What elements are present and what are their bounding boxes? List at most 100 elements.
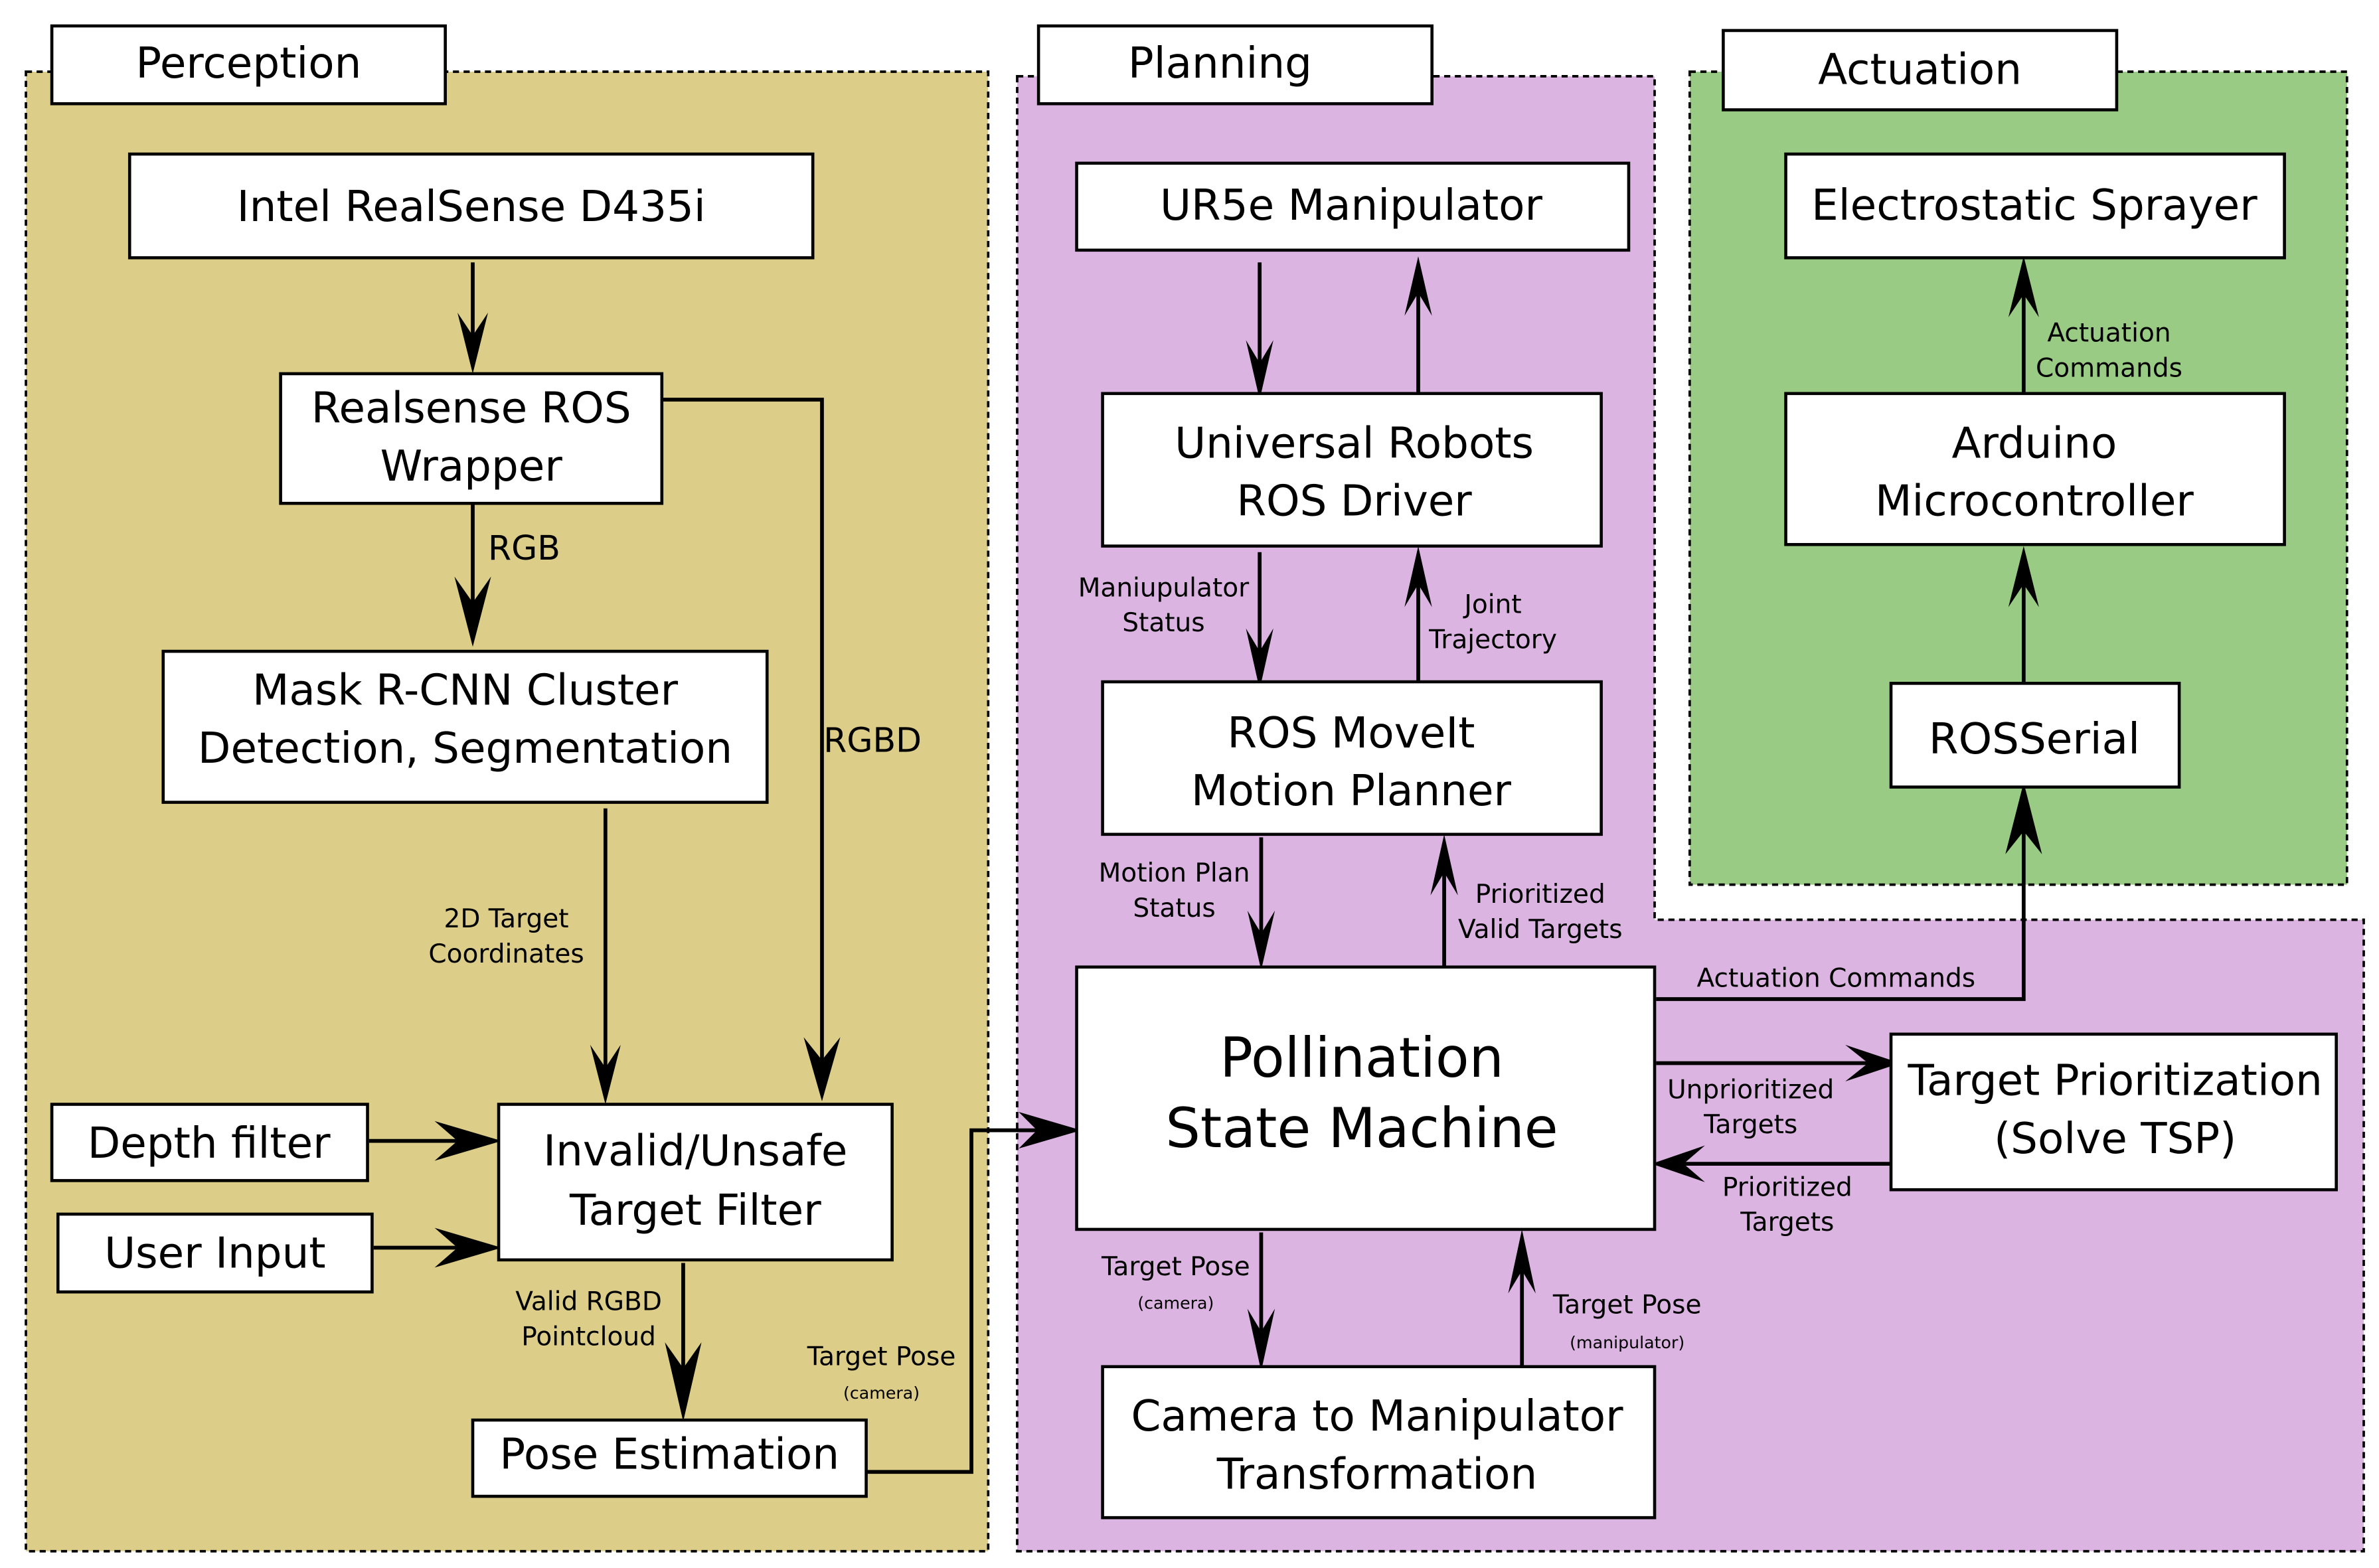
actuation-title: Actuation [1818,44,2022,94]
node-pose-estimation[interactable]: Pose Estimation [471,1418,868,1498]
node-ur5e-label: UR5e Manipulator [1160,181,1543,230]
edge-label-target-pose-left: Target Pose [807,1342,956,1372]
text-line: Mask R-CNN Cluster [252,666,679,716]
arrow-up-icon [1404,256,1432,316]
text-line: Arduino [1952,418,2117,468]
arrow-down-icon [454,576,491,647]
text-line: Target Filter [569,1186,821,1235]
text-line: Motion Plan [1099,858,1250,888]
text-line: (camera) [1137,1293,1214,1312]
text-line: Target Pose [1552,1290,1702,1320]
text-line: ROS Driver [1236,477,1472,526]
node-pose-estimation-label: Pose Estimation [499,1430,839,1480]
node-realsense[interactable]: Intel RealSense D435i [127,152,815,260]
text-line: Universal Robots [1175,418,1534,468]
text-line: Maniupulator [1078,573,1250,603]
perception-title-box [50,24,447,106]
arrow-up-icon [2008,546,2039,607]
arrowheads [434,256,2042,1422]
text-line: Coordinates [428,939,584,969]
node-ur5e[interactable]: UR5e Manipulator [1075,161,1631,252]
text-line: UR5e Manipulator [1160,181,1543,230]
text-line: Target Prioritization [1907,1056,2322,1106]
text-line: (camera) [843,1383,920,1403]
edge-label-actuation-cmds-h: Actuation Commands [1697,964,1976,994]
edge-label-target-pose-manip-sub: (manipulator) [1570,1333,1684,1352]
text-line: ROSSerial [1929,714,2140,764]
node-rosserial-label: ROSSerial [1929,714,2140,764]
text-line: Unprioritized [1667,1075,1834,1105]
arrow-down-icon [803,1037,841,1101]
node-rosserial[interactable]: ROSSerial [1889,682,2181,789]
node-sprayer[interactable]: Electrostatic Sprayer [1784,152,2286,260]
node-depth-filter[interactable]: Depth filter [50,1103,369,1182]
text-line: State Machine [1165,1096,1558,1160]
text-line: Transformation [1216,1450,1537,1500]
text-line: Trajectory [1428,625,1557,655]
perception-region: Perception [25,24,990,1553]
text-line: Intel RealSense D435i [237,182,706,232]
arrow-up-icon [1430,834,1458,896]
edge-statemachine-rosserial [1656,801,2026,1001]
arrow-down-icon [1247,910,1275,971]
text-line: Detection, Segmentation [198,724,732,773]
text-line: Electrostatic Sprayer [1811,181,2257,230]
text-line: Depth filter [88,1119,331,1168]
text-line: Actuation Commands [1697,964,1976,994]
edge-label-target-pose-camera-sub: (camera) [1137,1293,1214,1312]
arrow-up-icon [2008,256,2039,317]
arrow-down-icon [1246,628,1273,690]
text-line: (Solve TSP) [1994,1114,2236,1164]
text-line: Joint [1462,590,1521,620]
arrow-down-icon [457,313,488,374]
arrow-down-icon [590,1044,621,1105]
edge-pose-statemachine [866,1128,1068,1474]
text-line: Invalid/Unsafe [543,1126,847,1176]
perception-region-bg [25,70,990,1553]
arrow-right-icon [1019,1111,1082,1149]
node-depth-filter-label: Depth filter [88,1119,331,1168]
edge-label-valid-pointcloud: Valid RGBD Pointcloud [515,1287,662,1352]
text-line: Pointcloud [521,1322,656,1352]
arrow-up-icon [1404,546,1432,607]
edge-label-target-pose-left-sub: (camera) [843,1383,920,1403]
text-line: RGBD [823,721,922,760]
text-line: Status [1122,608,1204,638]
text-line: Targets [1703,1110,1797,1140]
text-line: Target Pose [1101,1252,1250,1282]
node-user-input-label: User Input [104,1228,325,1278]
text-line: Valid RGBD [515,1287,662,1317]
edge-wrapper-filter-rgbd [661,398,824,1075]
planning-title: Planning [1128,39,1312,88]
node-target-prioritization-label: Target Prioritization (Solve TSP) [1907,1056,2322,1164]
arrow-up-icon [1508,1229,1536,1294]
node-user-input[interactable]: User Input [56,1212,374,1294]
arrow-right-icon [434,1227,502,1268]
text-line: (manipulator) [1570,1333,1684,1352]
text-line: Pollination [1220,1026,1504,1090]
arrow-down-icon [665,1342,702,1422]
node-target-prioritization[interactable]: Target Prioritization (Solve TSP) [1889,1032,2338,1192]
planning-title-box [1036,24,1434,106]
